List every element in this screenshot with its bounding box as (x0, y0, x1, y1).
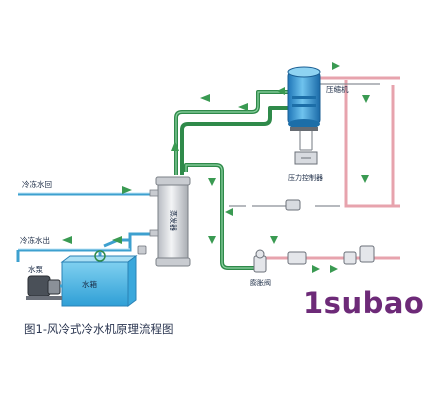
arrow-icon (312, 265, 320, 273)
filter-drier (285, 199, 301, 211)
chilled-water-line-highlights (18, 192, 158, 250)
chiller-flow-diagram: 压缩机 压力控制器 蒸发器 膨胀阀 (16, 62, 400, 307)
water-pump: 水泵 (26, 264, 62, 300)
pressure-controller-label: 压力控制器 (288, 173, 323, 182)
expansion-valve: 膨胀阀 (250, 249, 271, 287)
arrow-icon (208, 236, 216, 244)
refrigerant-suction-lines (174, 90, 288, 270)
arrow-icon (238, 103, 248, 111)
compressor: 压缩机 (287, 66, 349, 131)
arrow-icon (225, 208, 233, 216)
chilled-water-lines (16, 192, 158, 262)
water-valve-icons (137, 245, 147, 255)
arrow-icon (270, 236, 278, 244)
arrow-icon (361, 175, 369, 183)
refrigerant-high-pressure-lines (262, 76, 400, 260)
water-pump-label: 水泵 (28, 264, 43, 274)
figure-caption: 图1-风冷式冷水机原理流程图 (24, 322, 174, 336)
diagram-stage: 压缩机 压力控制器 蒸发器 膨胀阀 (16, 62, 424, 336)
arrow-icon (362, 95, 370, 103)
arrow-icon (332, 62, 340, 70)
arrow-icon (330, 265, 338, 273)
watermark-text: 1subao (303, 286, 424, 320)
arrow-icon (277, 87, 285, 95)
suction-line-inner (175, 91, 288, 269)
chilled-water-out-label: 冷冻水出 (20, 235, 50, 245)
water-tank-label: 水箱 (82, 279, 97, 289)
arrow-icon (112, 236, 122, 244)
expansion-valve-label: 膨胀阀 (250, 278, 271, 287)
arrow-icon (171, 141, 179, 151)
arrow-icon (62, 236, 72, 244)
evaporator-label: 蒸发器 (169, 210, 178, 231)
arrow-icon (122, 186, 132, 194)
compressor-label: 压缩机 (326, 84, 349, 94)
flow-arrows (62, 62, 370, 273)
evaporator: 蒸发器 (149, 176, 191, 267)
chilled-water-return-label: 冷冻水回 (22, 179, 52, 189)
pressure-controller: 压力控制器 (288, 151, 323, 182)
arrow-icon (200, 94, 210, 102)
pipe-fittings (287, 245, 375, 265)
water-tank: 水箱 (60, 250, 138, 307)
arrow-icon (208, 178, 216, 186)
